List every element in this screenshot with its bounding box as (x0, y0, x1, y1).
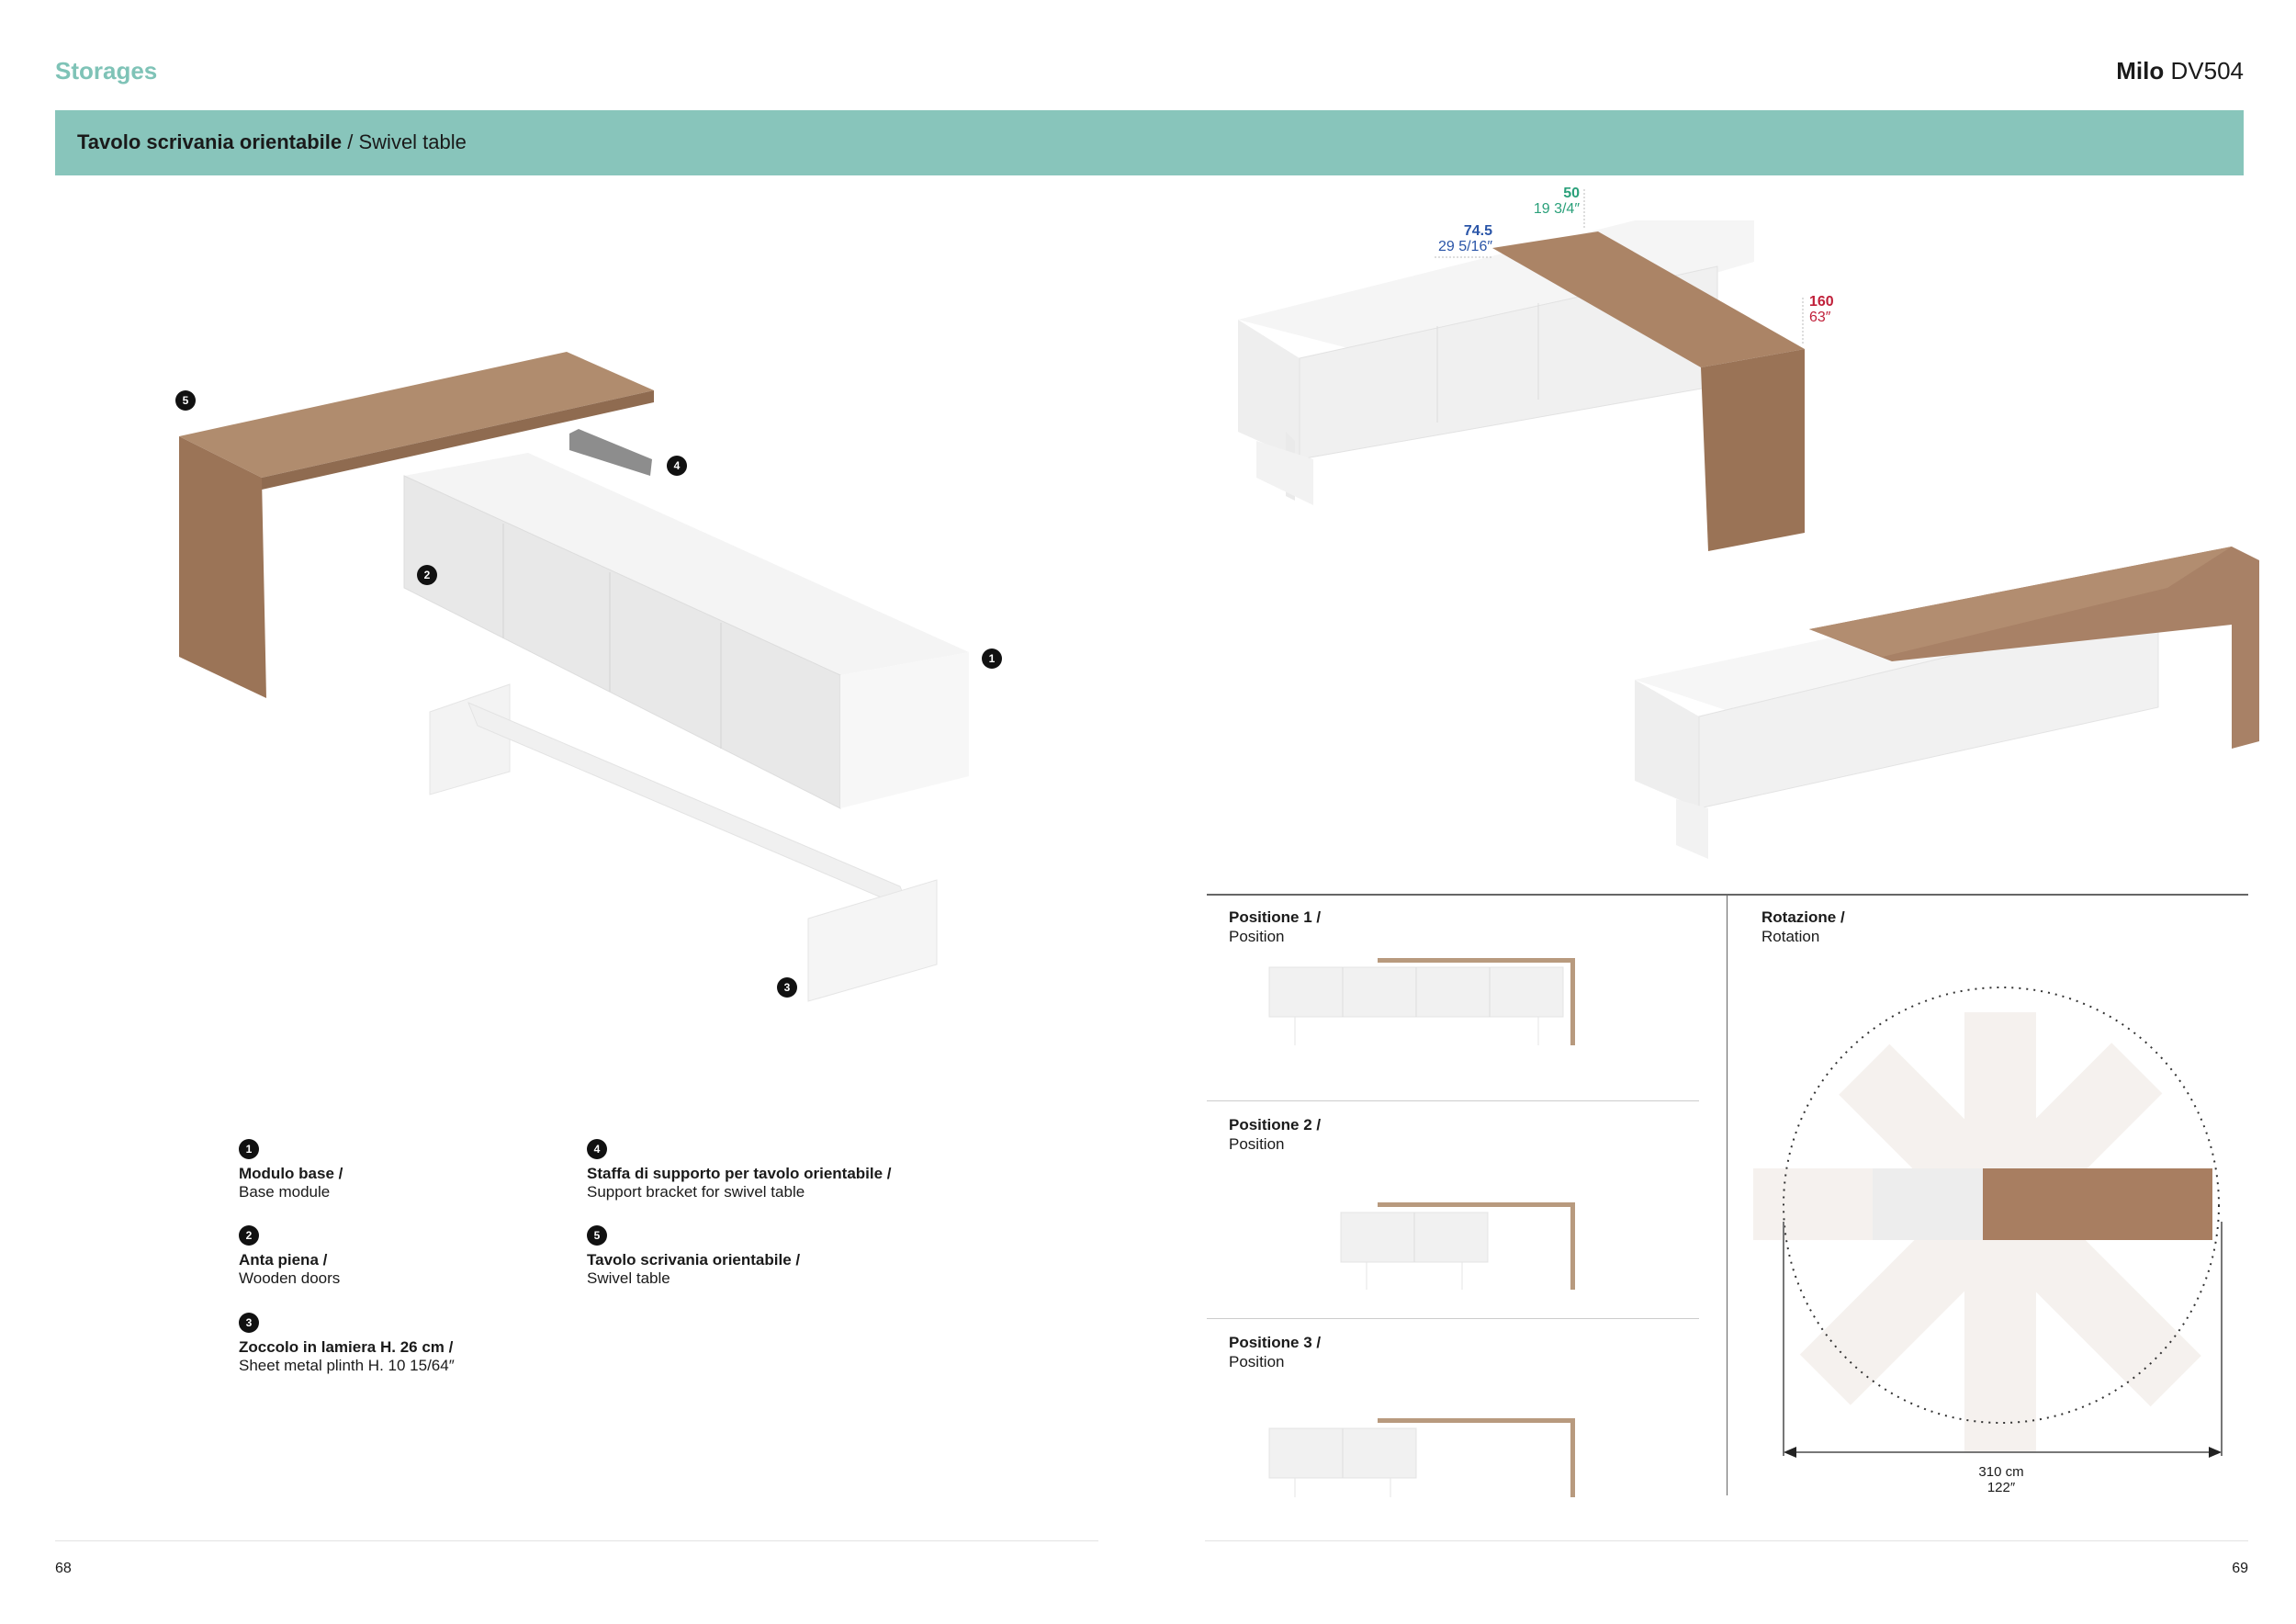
callout-badge-3: 3 (777, 977, 797, 998)
legend-label-it: Staffa di supporto per tavolo orientabil… (587, 1165, 892, 1182)
callout-badge-4: 4 (667, 456, 687, 476)
rotation-label-en: Rotation (1761, 928, 1820, 945)
plinth-part (429, 683, 938, 1002)
rotation-dimension-line (1783, 1222, 2223, 1456)
legend-item-2: 2 Anta piena / Wooden doors (239, 1225, 340, 1288)
exploded-view-illustration (179, 352, 969, 1002)
position-label-it: Positione 2 / (1229, 1116, 1322, 1133)
legend-label-en: Swivel table (587, 1269, 670, 1287)
dimension-depth-cm: 50 (1563, 186, 1580, 201)
dimension-length-cm: 160 (1809, 294, 1834, 310)
legend-label-en: Support bracket for swivel table (587, 1183, 805, 1201)
callout-badge-2: 2 (417, 565, 437, 585)
product-title: Milo DV504 (2116, 57, 2244, 85)
swivel-table-part (179, 352, 654, 698)
position-label-en: Position (1229, 1353, 1285, 1370)
legend-item-5: 5 Tavolo scrivania orientabile / Swivel … (587, 1225, 800, 1288)
section-title: Storages (55, 57, 158, 85)
callout-badge-1: 1 (982, 648, 1002, 669)
callout-badge-5: 5 (175, 390, 196, 411)
position-2-diagram (1340, 1202, 1575, 1290)
position-1-label: Positione 1 / Position (1229, 908, 1321, 946)
position-3-label: Positione 3 / Position (1229, 1333, 1321, 1371)
legend-item-1: 1 Modulo base / Base module (239, 1139, 343, 1201)
support-bracket-part (569, 429, 652, 476)
banner-title-it: Tavolo scrivania orientabile (77, 130, 343, 153)
rotation-diameter-cm: 310 cm (1978, 1464, 2024, 1480)
legend-label-it: Anta piena / (239, 1251, 328, 1269)
footer-rule-right (1205, 1540, 2248, 1541)
rotation-table-top (1983, 1168, 2212, 1240)
legend-badge: 5 (587, 1225, 607, 1246)
banner-title-en: / Swivel table (347, 130, 467, 153)
product-code: DV504 (2170, 57, 2245, 85)
page-number-left: 68 (55, 1561, 72, 1576)
rotation-label-it: Rotazione / (1761, 908, 1845, 926)
footer-rule-left (55, 1540, 1098, 1541)
position-1-diagram (1268, 958, 1575, 1045)
legend-badge: 2 (239, 1225, 259, 1246)
legend-item-4: 4 Staffa di supporto per tavolo orientab… (587, 1139, 892, 1201)
legend-badge: 4 (587, 1139, 607, 1159)
base-module-part (403, 453, 969, 809)
dimension-length-in: 63″ (1809, 310, 1831, 325)
position-2-label: Positione 2 / Position (1229, 1115, 1321, 1154)
title-banner: Tavolo scrivania orientabile / Swivel ta… (55, 110, 2244, 175)
rotation-circle (1783, 987, 2220, 1424)
position-label-it: Positione 3 / (1229, 1334, 1322, 1351)
legend-label-it: Tavolo scrivania orientabile / (587, 1251, 801, 1269)
position-label-en: Position (1229, 928, 1285, 945)
legend-label-it: Zoccolo in lamiera H. 26 cm / (239, 1338, 454, 1356)
legend-label-it: Modulo base / (239, 1165, 343, 1182)
legend-item-3: 3 Zoccolo in lamiera H. 26 cm / Sheet me… (239, 1313, 455, 1375)
divider (1207, 1318, 1699, 1319)
panel-vertical-rule (1727, 896, 1728, 1495)
legend-label-en: Base module (239, 1183, 331, 1201)
legend-label-en: Sheet metal plinth H. 10 15/64″ (239, 1357, 455, 1374)
rotation-label: Rotazione / Rotation (1761, 908, 1845, 946)
position-diagrams (1268, 958, 1575, 1497)
legend-label-en: Wooden doors (239, 1269, 341, 1287)
position-label-it: Positione 1 / (1229, 908, 1322, 926)
product-render-illustrations (1238, 189, 2259, 859)
position-label-en: Position (1229, 1135, 1285, 1153)
render-rotated (1635, 547, 2259, 859)
rotation-diameter-in: 122″ (1986, 1480, 2016, 1495)
product-name: Milo (2116, 57, 2165, 85)
page-number-right: 69 (2232, 1561, 2248, 1576)
dimension-depth-in: 19 3/4″ (1533, 201, 1580, 217)
rotation-diagram (1753, 987, 2223, 1458)
panel-top-rule (1207, 894, 2248, 896)
legend-badge: 3 (239, 1313, 259, 1333)
dimension-height-in: 29 5/16″ (1437, 239, 1492, 254)
render-dimensioned (1238, 189, 1805, 551)
divider (1207, 1100, 1699, 1101)
dimension-height-cm: 74.5 (1463, 223, 1492, 239)
legend-badge: 1 (239, 1139, 259, 1159)
position-3-diagram (1268, 1418, 1575, 1497)
